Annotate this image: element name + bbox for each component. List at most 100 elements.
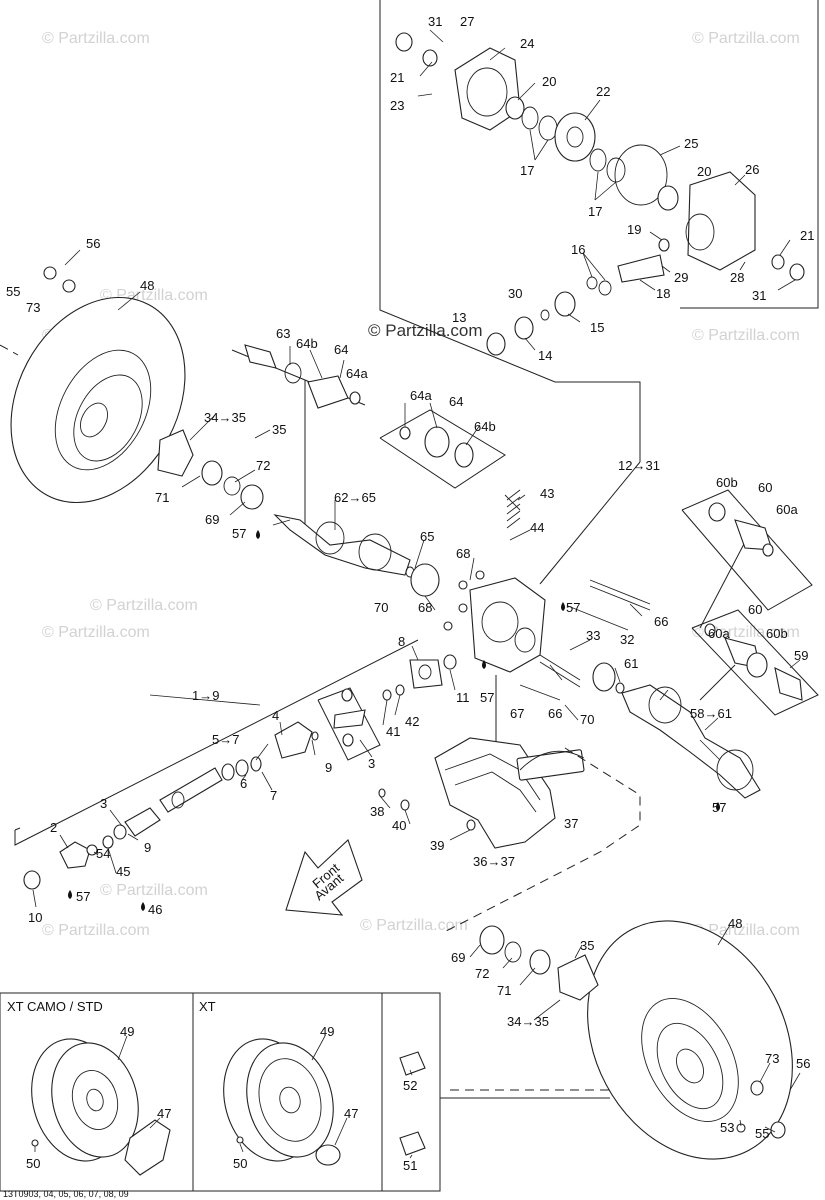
callout: 48 bbox=[140, 278, 154, 293]
callout: 5→7 bbox=[212, 732, 239, 747]
differential-frame bbox=[379, 0, 819, 585]
inset-title-xt: XT bbox=[199, 999, 216, 1014]
callout: 17 bbox=[588, 204, 602, 219]
callout: 1→9 bbox=[192, 688, 219, 703]
callout: 58→61 bbox=[690, 706, 732, 721]
callout: 57 bbox=[76, 889, 90, 904]
center-watermark: © Partzilla.com bbox=[368, 321, 483, 340]
callout: 60a bbox=[776, 502, 798, 517]
callout: 64b bbox=[296, 336, 318, 351]
callout: 64a bbox=[410, 388, 432, 403]
callout: 14 bbox=[538, 348, 552, 363]
callout: 26 bbox=[745, 162, 759, 177]
callout: 43 bbox=[540, 486, 554, 501]
spring-43 bbox=[504, 489, 521, 529]
callout: 28 bbox=[730, 270, 744, 285]
callout: 12→31 bbox=[618, 458, 660, 473]
callout: 45 bbox=[116, 864, 130, 879]
callout: 23 bbox=[390, 98, 404, 113]
housing-center bbox=[443, 570, 651, 701]
callout: 61 bbox=[624, 656, 638, 671]
callout: 44 bbox=[530, 520, 544, 535]
drive-line-left bbox=[14, 639, 443, 890]
watermark: © Partzilla.com bbox=[100, 882, 208, 899]
callout: 8 bbox=[398, 634, 405, 649]
callout: 69 bbox=[451, 950, 465, 965]
callout: 7 bbox=[270, 788, 277, 803]
lube-drops bbox=[68, 530, 720, 911]
callout: 17 bbox=[520, 163, 534, 178]
callout: 27 bbox=[460, 14, 474, 29]
callout: 22 bbox=[596, 84, 610, 99]
callout: 36→37 bbox=[473, 854, 515, 869]
callout: 3 bbox=[100, 796, 107, 811]
wheel-lower-right bbox=[0, 344, 793, 1160]
callout: 54 bbox=[96, 846, 110, 861]
callout: 21 bbox=[800, 228, 814, 243]
callout: 35 bbox=[272, 422, 286, 437]
callout: 64 bbox=[334, 342, 348, 357]
callout: 39 bbox=[430, 838, 444, 853]
callout: 10 bbox=[28, 910, 42, 925]
callout: 68 bbox=[456, 546, 470, 561]
inset-title-xt-camo-std: XT CAMO / STD bbox=[7, 999, 103, 1014]
callout: 57 bbox=[480, 690, 494, 705]
callout: 55 bbox=[755, 1126, 769, 1141]
callout: 64b bbox=[474, 419, 496, 434]
callout: 47 bbox=[344, 1106, 358, 1121]
callout: 9 bbox=[144, 840, 151, 855]
callout: 55 bbox=[6, 284, 20, 299]
callout: 29 bbox=[674, 270, 688, 285]
callout: 72 bbox=[256, 458, 270, 473]
callout: 51 bbox=[403, 1158, 417, 1173]
watermark: © Partzilla.com bbox=[90, 597, 198, 614]
callout: 50 bbox=[26, 1156, 40, 1171]
callout: 73 bbox=[765, 1051, 779, 1066]
callout: 37 bbox=[564, 816, 578, 831]
callout: 11 bbox=[456, 690, 470, 705]
callout: 3 bbox=[368, 756, 375, 771]
callout: 38 bbox=[370, 804, 384, 819]
callout: 18 bbox=[656, 286, 670, 301]
watermark: © Partzilla.com bbox=[360, 917, 468, 934]
callout: 20 bbox=[697, 164, 711, 179]
callout: 62→65 bbox=[334, 490, 376, 505]
callout: 60b bbox=[766, 626, 788, 641]
callout: 34→35 bbox=[204, 410, 246, 425]
callout: 41 bbox=[386, 724, 400, 739]
callout: 63 bbox=[276, 326, 290, 341]
callout: 60 bbox=[748, 602, 762, 617]
skid-plate bbox=[378, 675, 585, 849]
callout-labels: 31 27 24 21 20 23 22 17 25 20 26 17 19 1… bbox=[6, 14, 814, 1173]
watermark: © Partzilla.com bbox=[692, 327, 800, 344]
diagram-code: 13T0903, 04, 05, 06, 07, 08, 09 bbox=[3, 1189, 129, 1199]
callout: 31 bbox=[752, 288, 766, 303]
watermark: © Partzilla.com bbox=[692, 922, 800, 939]
callout: 57 bbox=[232, 526, 246, 541]
callout: 68 bbox=[418, 600, 432, 615]
callout: 60b bbox=[716, 475, 738, 490]
callout: 53 bbox=[720, 1120, 734, 1135]
callout: 65 bbox=[420, 529, 434, 544]
callout: 34→35 bbox=[507, 1014, 549, 1029]
watermark: © Partzilla.com bbox=[692, 30, 800, 47]
callout: 21 bbox=[390, 70, 404, 85]
callout: 60 bbox=[758, 480, 772, 495]
callout: 56 bbox=[86, 236, 100, 251]
axle-right-upper bbox=[621, 489, 819, 799]
callout: 70 bbox=[374, 600, 388, 615]
watermark-layer: © Partzilla.com © Partzilla.com © Partzi… bbox=[42, 30, 800, 939]
callout: 66 bbox=[548, 706, 562, 721]
callout: 6 bbox=[240, 776, 247, 791]
callout: 50 bbox=[233, 1156, 247, 1171]
callout: 2 bbox=[50, 820, 57, 835]
differential-parts bbox=[395, 32, 805, 356]
callout: 49 bbox=[320, 1024, 334, 1039]
callout: 20 bbox=[542, 74, 556, 89]
drive-shaft-upper bbox=[231, 344, 506, 597]
wheel-upper-left bbox=[10, 266, 264, 510]
callout: 9 bbox=[325, 760, 332, 775]
callout: 16 bbox=[571, 242, 585, 257]
callout: 49 bbox=[120, 1024, 134, 1039]
callout: 24 bbox=[520, 36, 534, 51]
